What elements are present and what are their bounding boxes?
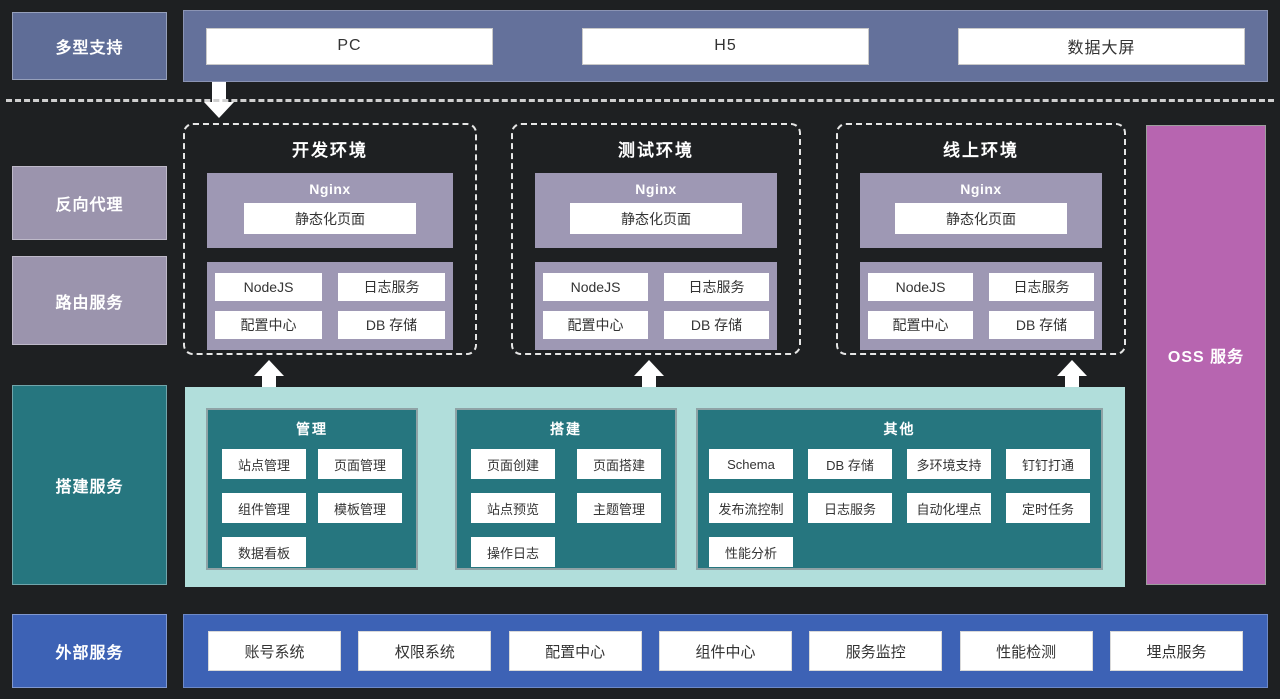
node-page-manage: 页面管理 [318,449,402,479]
service-node-config: 配置中心 [215,311,322,339]
rail-label: 反向代理 [55,197,124,214]
rail-label: 路由服务 [55,294,124,312]
node-release-flow: 发布流控制 [709,493,793,523]
node-multi-env: 多环境支持 [907,449,991,479]
node-theme-manage: 主题管理 [577,493,661,523]
oss-service-box: OSS 服务 [1146,125,1266,585]
node-template-manage: 模板管理 [318,493,402,523]
services-container: NodeJS 日志服务 配置中心 DB 存储 [860,262,1102,350]
nginx-label: Nginx [309,181,351,197]
node-log-service: 日志服务 [808,493,892,523]
rail-reverse-proxy: 反向代理 [12,166,167,240]
ext-node-monitor: 服务监控 [809,631,943,671]
env-box-prod: 线上环境 Nginx 静态化页面 NodeJS 日志服务 配置中心 DB 存储 [836,123,1126,355]
ext-node-perf-check: 性能检测 [959,631,1093,671]
arrow-head [254,360,284,376]
ext-node-config: 配置中心 [508,631,642,671]
node-schema: Schema [709,449,793,479]
rail-label: 多型支持 [55,40,124,57]
node-site-manage: 站点管理 [222,449,306,479]
rail-label: 搭建服务 [55,479,124,496]
node-page-build: 页面搭建 [577,449,661,479]
service-node-nodejs: NodeJS [215,273,322,301]
group-box-other: 其他 Schema DB 存储 多环境支持 钉钉打通 发布流控制 日志服务 自动… [696,408,1103,570]
nginx-container: Nginx 静态化页面 [207,173,453,248]
client-layer-band: PC H5 数据大屏 [183,10,1268,82]
group-box-manage: 管理 站点管理 页面管理 组件管理 模板管理 数据看板 [206,408,418,570]
rail-external-service: 外部服务 [12,614,167,688]
ext-node-permission: 权限系统 [358,631,492,671]
node-cron-task: 定时任务 [1006,493,1090,523]
services-container: NodeJS 日志服务 配置中心 DB 存储 [207,262,453,350]
service-node-nodejs: NodeJS [868,273,973,301]
arrow-head [634,360,664,376]
group-title: 其他 [883,421,916,437]
env-box-dev: 开发环境 Nginx 静态化页面 NodeJS 日志服务 配置中心 DB 存储 [183,123,477,355]
dashed-separator [6,99,1274,102]
arrow-down-icon [204,82,234,118]
group-title: 管理 [296,421,328,437]
nginx-container: Nginx 静态化页面 [860,173,1102,248]
ext-node-component: 组件中心 [658,631,792,671]
client-node-pc: PC [206,27,493,65]
env-box-test: 测试环境 Nginx 静态化页面 NodeJS 日志服务 配置中心 DB 存储 [511,123,801,355]
ext-node-tracking: 埋点服务 [1109,631,1243,671]
group-items: 站点管理 页面管理 组件管理 模板管理 数据看板 [208,439,416,567]
service-node-config: 配置中心 [543,311,648,339]
service-node-db: DB 存储 [989,311,1094,339]
external-services-band: 账号系统 权限系统 配置中心 组件中心 服务监控 性能检测 埋点服务 [183,614,1268,688]
static-page-node: 静态化页面 [244,203,416,234]
group-title: 搭建 [550,421,582,437]
static-page-node: 静态化页面 [895,203,1067,234]
group-box-build: 搭建 页面创建 页面搭建 站点预览 主题管理 操作日志 [455,408,677,570]
group-items: 页面创建 页面搭建 站点预览 主题管理 操作日志 [457,439,675,567]
rail-multi-terminal: 多型支持 [12,12,167,80]
arrow-head [1057,360,1087,376]
client-node-datascreen: 数据大屏 [958,27,1245,65]
service-node-log: 日志服务 [664,273,769,301]
node-perf-analysis: 性能分析 [709,537,793,567]
services-container: NodeJS 日志服务 配置中心 DB 存储 [535,262,777,350]
service-node-db: DB 存储 [338,311,445,339]
nginx-container: Nginx 静态化页面 [535,173,777,248]
service-node-log: 日志服务 [338,273,445,301]
static-page-node: 静态化页面 [570,203,742,234]
env-title: 测试环境 [618,141,694,160]
build-platform-band: 管理 站点管理 页面管理 组件管理 模板管理 数据看板 搭建 页面创建 页面搭建… [185,387,1125,587]
node-dingtalk: 钉钉打通 [1006,449,1090,479]
nginx-label: Nginx [635,181,677,197]
node-db-storage: DB 存储 [808,449,892,479]
group-items: Schema DB 存储 多环境支持 钉钉打通 发布流控制 日志服务 自动化埋点… [698,439,1101,567]
node-data-dashboard: 数据看板 [222,537,306,567]
service-node-nodejs: NodeJS [543,273,648,301]
service-node-log: 日志服务 [989,273,1094,301]
ext-node-account: 账号系统 [208,631,341,671]
env-title: 线上环境 [943,141,1019,160]
nginx-label: Nginx [960,181,1002,197]
client-node-h5: H5 [582,27,869,65]
arrow-head [204,102,234,118]
env-title: 开发环境 [292,141,368,160]
service-node-db: DB 存储 [664,311,769,339]
service-node-config: 配置中心 [868,311,973,339]
rail-label: 外部服务 [55,645,124,662]
rail-routing-service: 路由服务 [12,256,167,345]
arrow-shaft [212,82,226,102]
node-component-manage: 组件管理 [222,493,306,523]
oss-label: OSS 服务 [1167,349,1245,366]
node-page-create: 页面创建 [471,449,555,479]
node-auto-tracking: 自动化埋点 [907,493,991,523]
rail-build-service: 搭建服务 [12,385,167,585]
node-operation-log: 操作日志 [471,537,555,567]
node-site-preview: 站点预览 [471,493,555,523]
